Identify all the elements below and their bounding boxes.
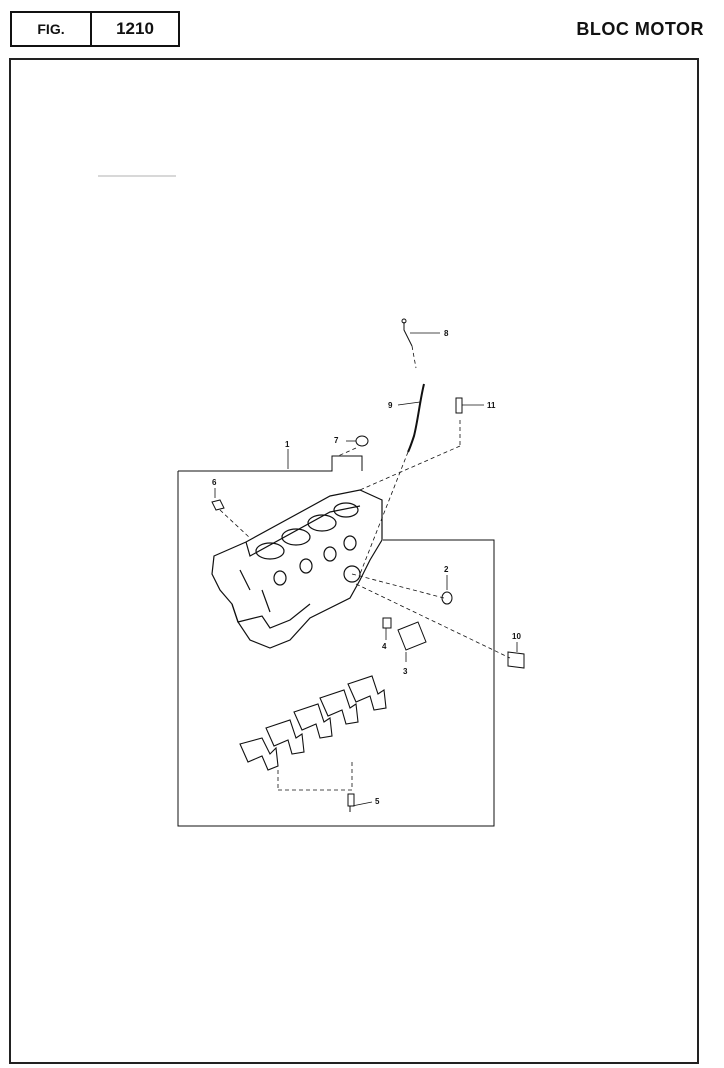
- part-3-sensor: [397, 621, 427, 651]
- callout-3: 3: [403, 667, 408, 676]
- callout-9: 9: [388, 401, 393, 410]
- callout-10: 10: [512, 632, 521, 641]
- callout-6: 6: [212, 478, 217, 487]
- part-6-stud: [211, 499, 225, 511]
- inset-frame: [177, 455, 495, 827]
- part-11-dowel: [455, 397, 463, 414]
- page-title: BLOC MOTOR: [576, 19, 704, 39]
- part-10-sleeve: [507, 651, 525, 669]
- part-8-dipstick-top: [403, 322, 413, 347]
- callout-7: 7: [334, 436, 339, 445]
- part-9-dipstick-tube: [407, 383, 425, 453]
- engine-block-drawing: [211, 489, 383, 649]
- callout-1: 1: [285, 440, 290, 449]
- callout-11: 11: [487, 401, 496, 410]
- callout-5: 5: [375, 797, 380, 806]
- fig-label: FIG.: [12, 13, 92, 45]
- leader-lines: [219, 345, 511, 791]
- part-7-plug: [355, 435, 369, 447]
- callout-4: 4: [382, 642, 387, 651]
- callout-2: 2: [444, 565, 449, 574]
- part-4-plug: [382, 617, 392, 629]
- callout-ticks: [214, 332, 518, 807]
- callout-8: 8: [444, 329, 449, 338]
- figure-id-box: FIG. 1210: [10, 11, 180, 47]
- drawing-frame: [9, 58, 699, 1064]
- bearing-caps-drawing: [239, 675, 387, 771]
- part-5-bolt: [347, 793, 355, 812]
- part-2-plug: [441, 591, 453, 605]
- fig-number: 1210: [116, 19, 154, 38]
